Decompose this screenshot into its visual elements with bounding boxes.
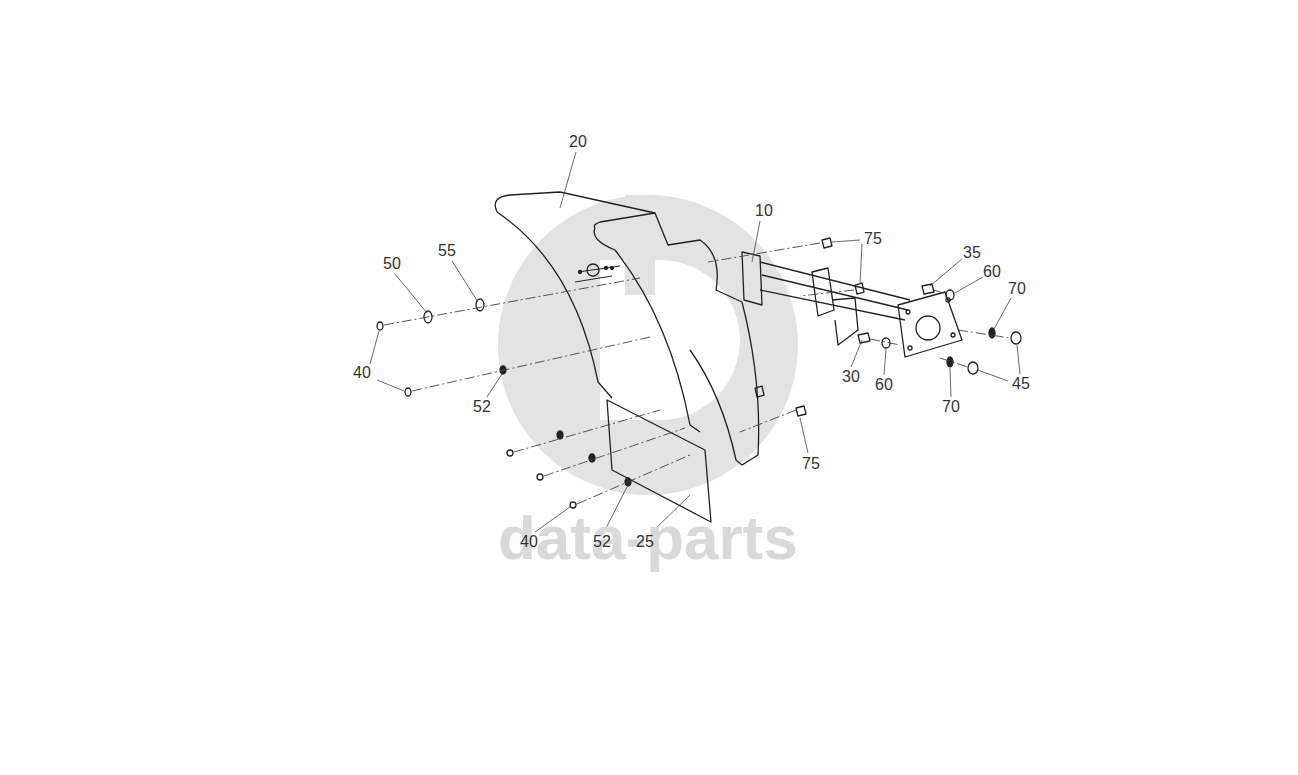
watermark-logo (498, 195, 798, 495)
callout-number: 70 (940, 398, 962, 416)
callout-number: 50 (381, 255, 403, 273)
callout-number: 25 (634, 533, 656, 551)
callout-number: 75 (862, 230, 884, 248)
callout-number: 75 (800, 455, 822, 473)
callout-number: 10 (753, 202, 775, 220)
callout-number: 52 (591, 533, 613, 551)
callout-number: 45 (1010, 375, 1032, 393)
callout-number: 60 (981, 263, 1003, 281)
callout-number: 30 (840, 368, 862, 386)
callout-number: 55 (436, 242, 458, 260)
callout-number: 35 (961, 244, 983, 262)
callout-number: 70 (1006, 280, 1028, 298)
callout-number: 52 (471, 398, 493, 416)
callout-number: 60 (873, 376, 895, 394)
callout-number: 40 (351, 364, 373, 382)
callout-number: 20 (567, 133, 589, 151)
callout-number: 40 (518, 533, 540, 551)
